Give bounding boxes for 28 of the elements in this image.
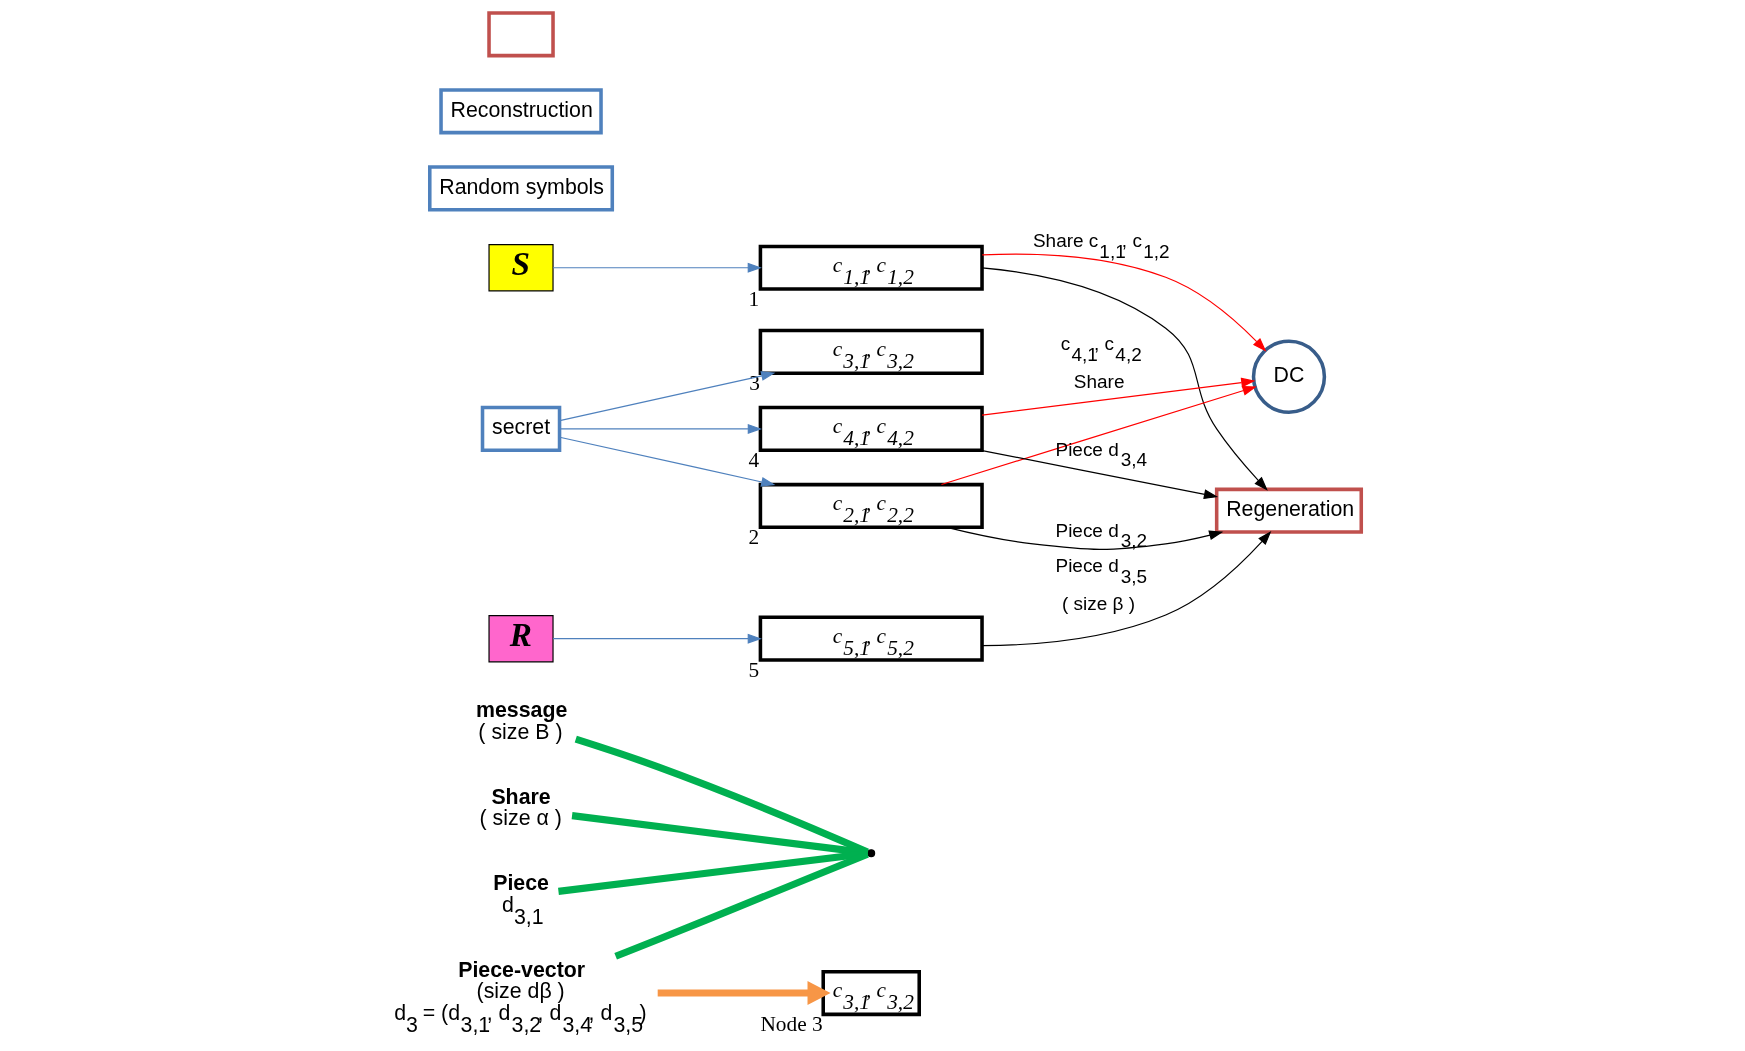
node-point <box>866 849 875 858</box>
arrow <box>558 436 775 487</box>
node-box: secret <box>480 405 561 453</box>
arrow <box>945 526 1223 550</box>
arrow <box>981 253 1266 352</box>
node-text: message ( size B ) <box>475 698 567 744</box>
arrow <box>558 423 762 434</box>
node-box: Regeneration <box>1214 487 1363 534</box>
arrow <box>980 531 1271 647</box>
node-label: 2 <box>748 525 759 550</box>
node-text: Share ( size α ) <box>479 784 562 831</box>
node-box: Random symbols <box>427 165 614 212</box>
node-box: Reconstruction <box>438 88 603 135</box>
node-label: 1 <box>748 287 759 312</box>
arrow <box>552 633 762 644</box>
node-box <box>486 11 555 58</box>
node-label: 5 <box>748 658 759 683</box>
arrow <box>552 262 762 273</box>
node-label: Node 3 <box>759 1012 823 1037</box>
node-box: S <box>487 244 554 292</box>
arrow <box>981 377 1255 416</box>
node-label: 4 <box>748 448 759 473</box>
arrow <box>981 267 1268 491</box>
node-label: 3 <box>748 371 760 396</box>
arrow <box>558 371 775 422</box>
connector <box>557 849 868 895</box>
node-box: R <box>487 614 554 663</box>
arrow <box>940 385 1257 486</box>
